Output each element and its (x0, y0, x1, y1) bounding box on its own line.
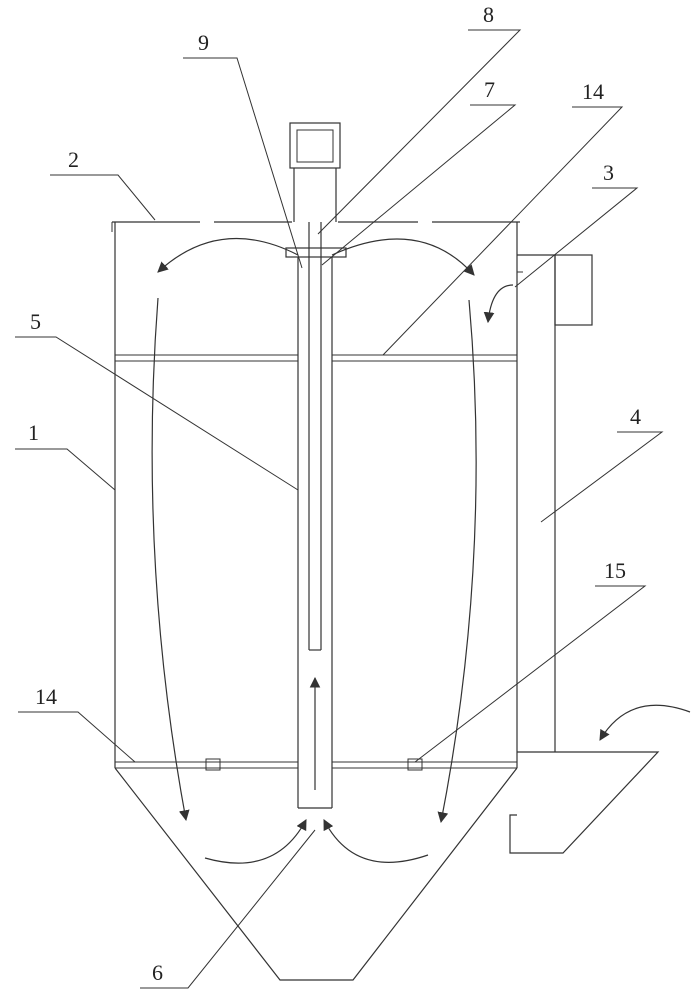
leader-lines (15, 29, 664, 989)
support-block-right (407, 758, 423, 771)
label-4: 4 (630, 404, 641, 429)
support-block-left (205, 758, 221, 771)
shaft (308, 222, 322, 651)
label-7: 7 (484, 77, 495, 102)
labels: 1 2 3 4 5 6 7 8 9 14 14 15 (28, 2, 641, 985)
lower-plate (115, 758, 517, 771)
upper-plate (115, 354, 517, 362)
label-3: 3 (603, 160, 614, 185)
label-5: 5 (30, 309, 41, 334)
label-6: 6 (152, 960, 163, 985)
label-9: 9 (198, 30, 209, 55)
label-2: 2 (68, 147, 79, 172)
label-14-bottom: 14 (35, 684, 57, 709)
label-14-top: 14 (582, 79, 604, 104)
label-8: 8 (483, 2, 494, 27)
motor (289, 122, 341, 222)
flow-arrows (151, 237, 691, 864)
feed-hopper (509, 751, 660, 854)
label-15: 15 (604, 558, 626, 583)
bearing-plate (285, 247, 347, 258)
label-1: 1 (28, 420, 39, 445)
top-cover (111, 221, 520, 232)
draft-tube (297, 257, 333, 809)
outlet-box (554, 254, 593, 326)
side-pipe (517, 254, 593, 752)
tank-body (114, 222, 518, 981)
